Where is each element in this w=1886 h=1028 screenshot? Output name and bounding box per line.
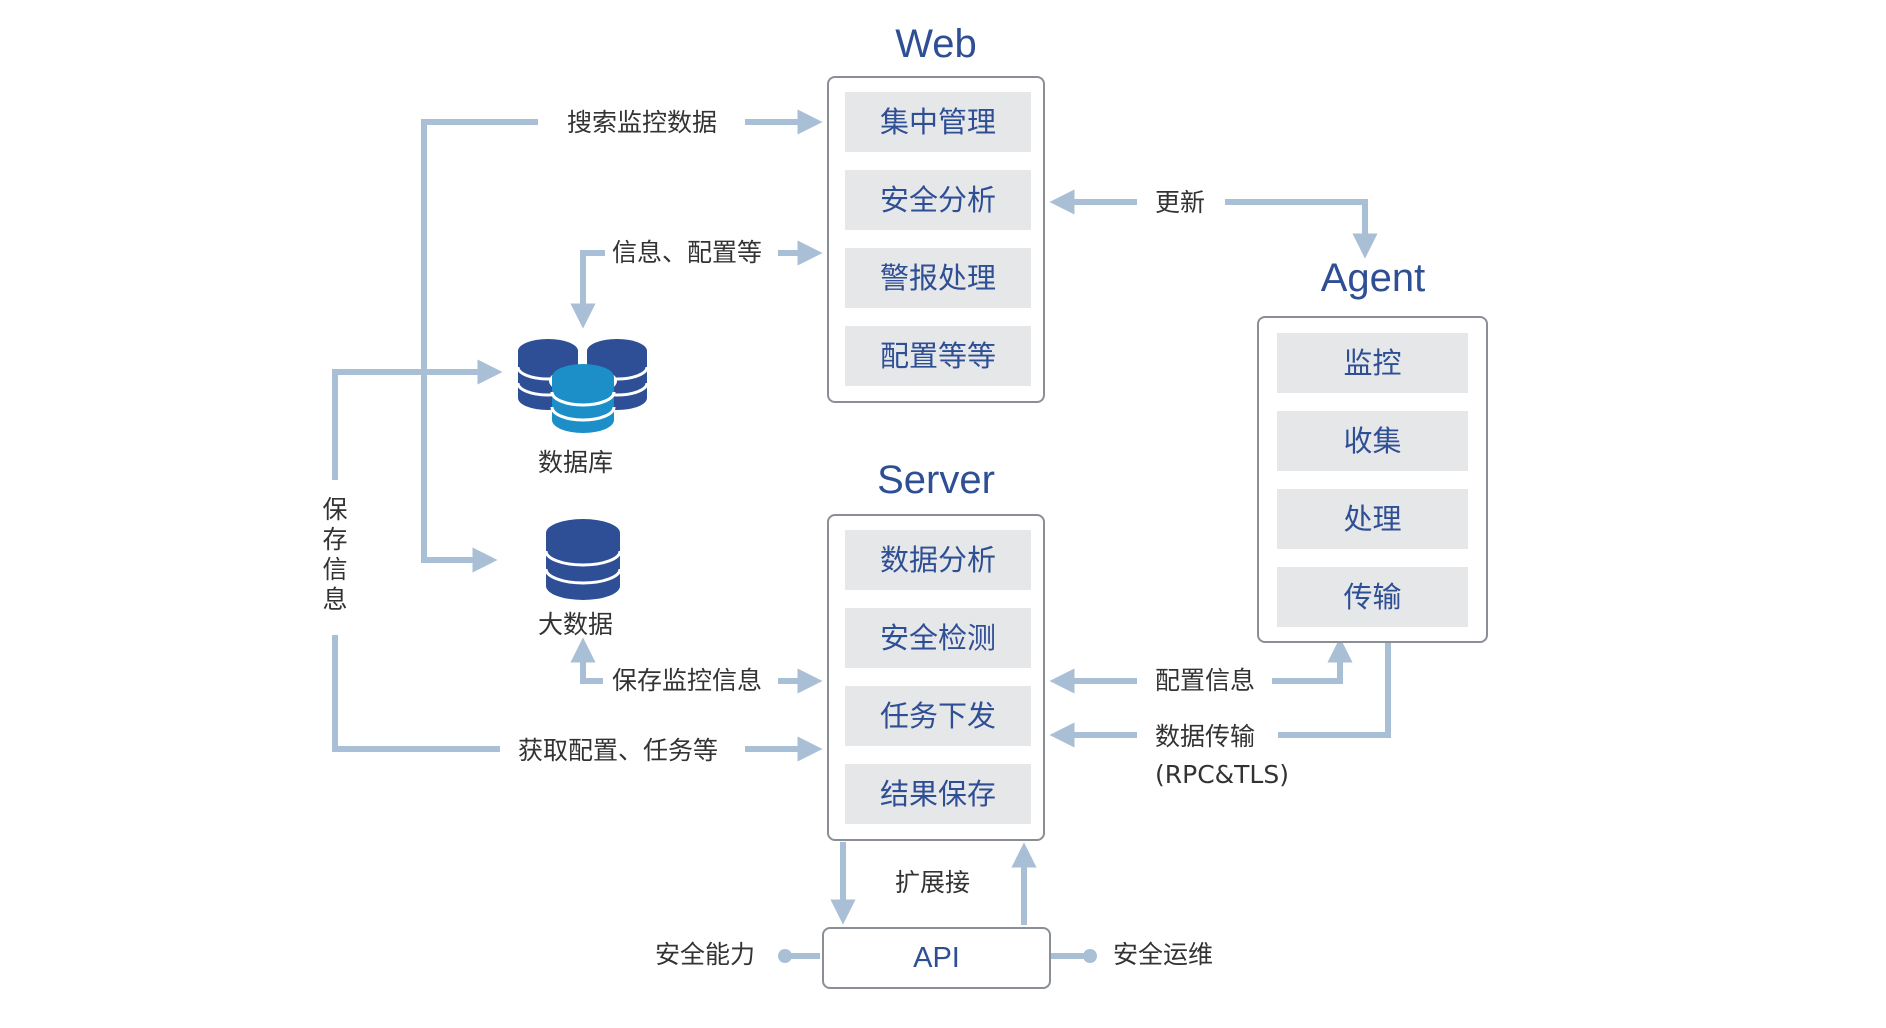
server-panel: 数据分析 安全检测 任务下发 结果保存 bbox=[827, 514, 1045, 841]
label-config-info: 配置信息 bbox=[1155, 666, 1256, 695]
agent-item: 监控 bbox=[1277, 333, 1468, 393]
label-save-info: 保存信息 bbox=[322, 495, 348, 614]
bigdata-icon bbox=[544, 519, 622, 600]
server-item: 数据分析 bbox=[845, 530, 1031, 590]
edge-search-bracket bbox=[421, 119, 538, 573]
bigdata-label: 大数据 bbox=[538, 610, 614, 639]
server-title: Server bbox=[877, 458, 995, 502]
database-label: 数据库 bbox=[538, 448, 614, 477]
web-item: 配置等等 bbox=[845, 326, 1031, 386]
edge-save-info-bottom bbox=[332, 635, 500, 752]
label-data-transfer-protocol: (RPC&TLS) bbox=[1155, 760, 1289, 789]
agent-item: 收集 bbox=[1277, 411, 1468, 471]
web-item: 集中管理 bbox=[845, 92, 1031, 152]
server-item: 任务下发 bbox=[845, 686, 1031, 746]
server-item: 安全检测 bbox=[845, 608, 1031, 668]
web-title: Web bbox=[895, 22, 977, 66]
label-extension-interface: 扩展接 bbox=[895, 868, 971, 897]
label-get-config-tasks: 获取配置、任务等 bbox=[518, 736, 719, 765]
label-data-transfer: 数据传输 bbox=[1155, 722, 1256, 751]
api-label: API bbox=[913, 942, 960, 974]
edge-info-config-to-db bbox=[570, 250, 605, 329]
agent-item: 传输 bbox=[1277, 567, 1468, 627]
api-right-dot bbox=[1083, 949, 1097, 963]
label-search-monitor-data: 搜索监控数据 bbox=[567, 108, 718, 137]
database-icon bbox=[516, 339, 649, 433]
agent-title: Agent bbox=[1320, 256, 1426, 300]
edge-save-info-top bbox=[332, 359, 503, 480]
label-info-config: 信息、配置等 bbox=[612, 238, 763, 267]
web-item: 安全分析 bbox=[845, 170, 1031, 230]
label-security-ops: 安全运维 bbox=[1113, 940, 1214, 969]
edge-data-transfer-from-agent bbox=[1278, 643, 1391, 738]
edge-config-info-to-agent bbox=[1272, 637, 1353, 684]
server-item: 结果保存 bbox=[845, 764, 1031, 824]
web-item: 警报处理 bbox=[845, 248, 1031, 308]
label-security-capability: 安全能力 bbox=[655, 940, 756, 969]
label-update: 更新 bbox=[1155, 188, 1206, 217]
edge-update-to-agent bbox=[1225, 199, 1378, 259]
database-icon-front-stack bbox=[549, 364, 617, 433]
api-box: API bbox=[822, 927, 1051, 989]
web-panel: 集中管理 安全分析 警报处理 配置等等 bbox=[827, 76, 1045, 403]
agent-item: 处理 bbox=[1277, 489, 1468, 549]
api-left-dot bbox=[778, 949, 792, 963]
agent-panel: 监控 收集 处理 传输 bbox=[1257, 316, 1488, 643]
edge-save-monitor-to-bigdata bbox=[570, 637, 603, 684]
label-save-monitor-info: 保存监控信息 bbox=[612, 666, 763, 695]
